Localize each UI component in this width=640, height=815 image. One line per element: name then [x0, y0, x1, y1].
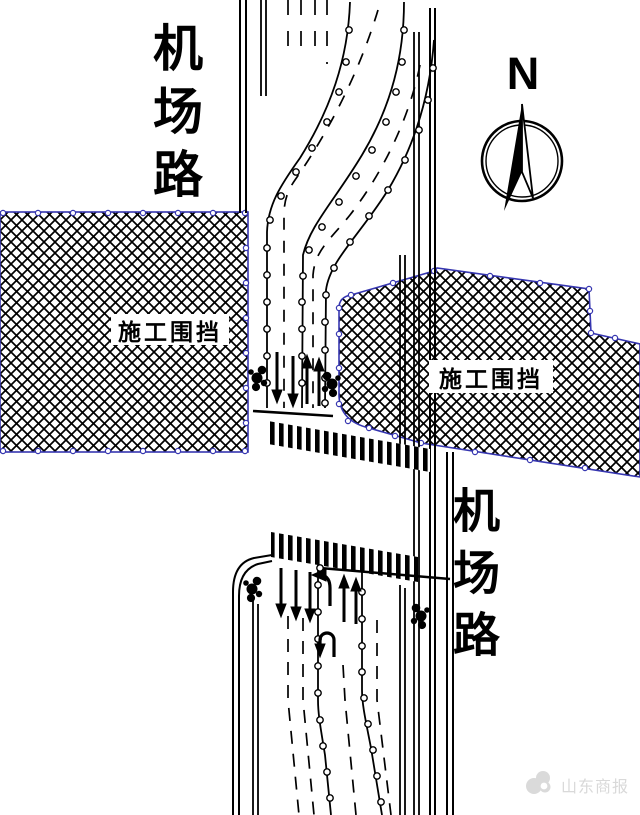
crosswalk-upper	[268, 421, 430, 472]
watermark-logo-icon	[524, 767, 556, 802]
north-polyline-nodes	[263, 26, 437, 407]
stop-lines	[252, 409, 451, 581]
road-label-south: 机场路	[446, 486, 499, 672]
construction-zone-label-left: 施工围挡	[111, 314, 229, 345]
lane-arrows-south	[275, 568, 362, 659]
lane-arrows-north	[271, 352, 325, 409]
south-polyline-nodes	[314, 581, 385, 806]
compass-north-icon	[480, 103, 564, 211]
watermark: 山东商报	[524, 767, 629, 802]
selection-handles-left	[0, 209, 250, 455]
watermark-text: 山东商报	[561, 778, 630, 796]
signal-cluster-icon	[243, 576, 263, 603]
signal-cluster-icon	[248, 365, 268, 392]
road-label-north: 机场路	[146, 22, 202, 211]
crosswalk-lower	[271, 532, 418, 582]
south-road-lanes	[232, 452, 454, 815]
north-road-lanes	[239, 0, 436, 815]
construction-zone-label-right: 施工围挡	[429, 360, 553, 393]
compass-north-label: N	[506, 48, 540, 99]
